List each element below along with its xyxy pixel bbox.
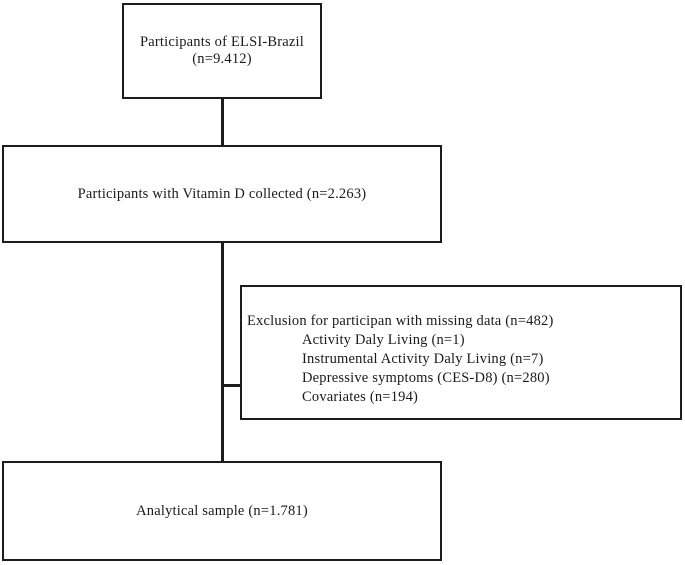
exclusion-item-iadl: Instrumental Activity Daly Living (n=7) xyxy=(302,351,544,367)
node-exclusion-missing-data: Exclusion for participan with missing da… xyxy=(240,285,682,420)
exclusion-item-adl: Activity Daly Living (n=1) xyxy=(302,332,465,348)
node-vitamin-d-collected: Participants with Vitamin D collected (n… xyxy=(2,145,442,243)
exclusion-item-covariates: Covariates (n=194) xyxy=(302,389,419,405)
node-vitamin-d-collected-label: Participants with Vitamin D collected (n… xyxy=(77,185,367,202)
exclusion-item-depressive-symptoms: Depressive symptoms (CES-D8) (n=280) xyxy=(302,370,550,386)
node-participants-source-label: Participants of ELSI-Brazil (n=9.412) xyxy=(139,34,305,67)
connector-source-to-vitamind xyxy=(221,98,224,146)
connector-vitamind-to-analytical xyxy=(221,242,224,463)
node-analytical-sample-label: Analytical sample (n=1.781) xyxy=(136,502,308,519)
exclusion-heading: Exclusion for participan with missing da… xyxy=(247,313,554,329)
connector-trunk-to-exclusion xyxy=(221,384,242,387)
node-analytical-sample: Analytical sample (n=1.781) xyxy=(2,461,442,561)
node-participants-source: Participants of ELSI-Brazil (n=9.412) xyxy=(122,3,322,99)
exclusion-list: Exclusion for participan with missing da… xyxy=(242,287,554,407)
